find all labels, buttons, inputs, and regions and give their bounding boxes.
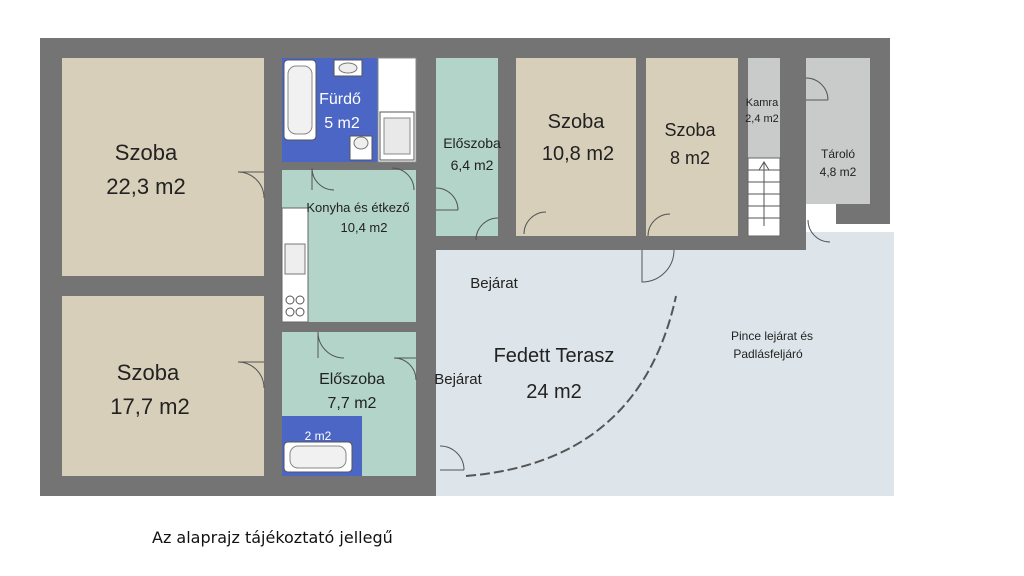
label-konyha-area: 10,4 m2 [341,220,388,235]
room-szoba-17 [62,296,264,476]
label-tarolo-name: Tároló [821,147,855,161]
label-eloszoba-lower-name: Előszoba [319,371,385,388]
label-kamra-name: Kamra [746,97,779,109]
label-szoba-22-area: 22,3 m2 [106,174,186,199]
sink-icon [333,59,363,77]
label-szoba-22-name: Szoba [115,140,178,165]
room-szoba-10 [516,58,636,236]
room-tarolo [806,58,870,204]
terrace-area [436,232,894,496]
washer-icon [379,111,415,161]
label-terasz-name: Fedett Terasz [494,345,615,367]
label-eloszoba-top-area: 6,4 m2 [451,157,494,173]
label-szoba-10-name: Szoba [548,111,606,133]
room-eloszoba-top [436,58,498,236]
label-szoba-17-name: Szoba [117,360,180,385]
label-eloszoba-top-name: Előszoba [443,135,501,151]
room-szoba-22 [62,58,264,276]
label-szoba-8-area: 8 m2 [670,148,710,168]
stair-icon [748,161,780,226]
label-terasz-area: 24 m2 [526,381,582,403]
label-bejarat-1: Bejárat [470,275,518,292]
label-szoba-10-area: 10,8 m2 [542,143,614,165]
toilet-icon [349,135,373,161]
door-swings [237,77,831,471]
label-kamra-area: 2,4 m2 [745,113,779,125]
label-pince-line1: Pince lejárat és [731,329,813,343]
room-kamra [748,58,780,158]
label-bejarat-2: Bejárat [434,371,482,388]
plan-caption: Az alaprajz tájékoztató jellegű [152,528,393,547]
room-szoba-8 [646,58,738,236]
bathtub-small-icon [283,441,353,473]
label-szoba-8-name: Szoba [664,120,716,140]
kitchen-counter [281,207,309,323]
terrace-curved-wall [465,295,677,477]
bathtub-icon [283,59,317,141]
label-furdo-area: 5 m2 [324,115,360,132]
walls [40,38,890,496]
label-pince-line2: Padlásfeljáró [733,347,803,361]
label-eloszoba-lower-area: 7,7 m2 [328,395,377,412]
label-konyha-name: Konyha és étkező [306,200,409,215]
label-tarolo-area: 4,8 m2 [820,165,857,179]
label-furdo-name: Fürdő [319,91,361,108]
label-wc-area: 2 m2 [305,429,332,443]
label-szoba-17-area: 17,7 m2 [110,394,190,419]
